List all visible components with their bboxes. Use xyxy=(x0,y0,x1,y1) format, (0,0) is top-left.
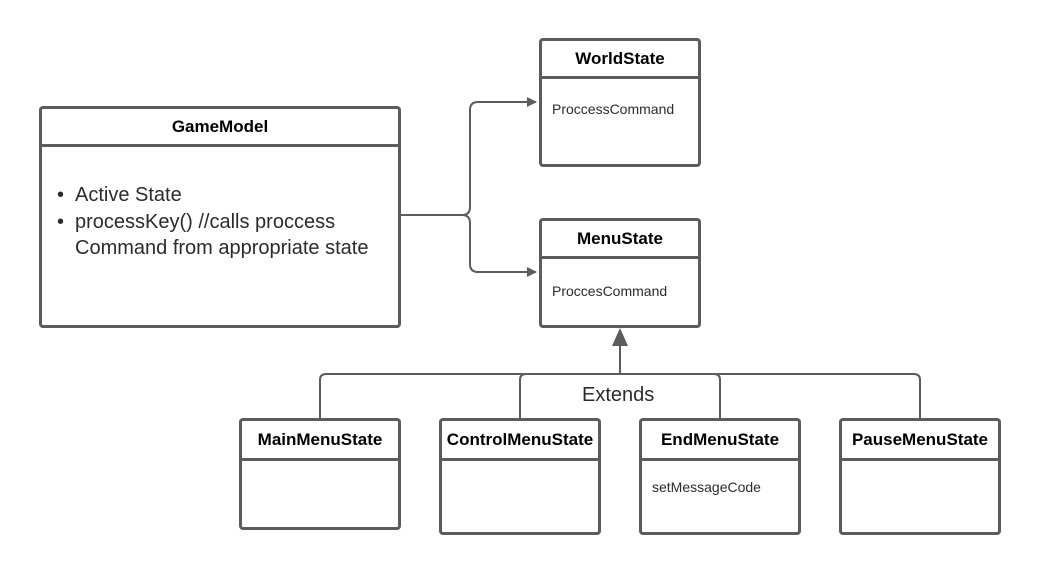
endmenustate-class-title: EndMenuState xyxy=(642,421,798,461)
gamemodel-class-title: GameModel xyxy=(42,109,398,147)
gamemodel-attribute-active-state: Active State xyxy=(57,182,398,209)
worldstate-method: ProccessCommand xyxy=(552,101,675,117)
worldstate-class-title: WorldState xyxy=(542,41,698,79)
pausemenustate-class-box[interactable]: PauseMenuState xyxy=(839,418,1001,535)
mainmenustate-class-title: MainMenuState xyxy=(242,421,398,461)
extends-label: Extends xyxy=(580,384,657,407)
pausemenustate-method xyxy=(842,461,998,485)
worldstate-class-box[interactable]: WorldState ProccessCommand xyxy=(539,38,701,167)
mainmenustate-class-box[interactable]: MainMenuState xyxy=(239,418,401,530)
connector-controlmenu-stub xyxy=(519,373,527,418)
controlmenustate-method xyxy=(442,461,598,485)
pausemenustate-class-title: PauseMenuState xyxy=(842,421,998,461)
gamemodel-class-body: Active State processKey() //calls procce… xyxy=(42,147,398,262)
controlmenustate-class-title: ControlMenuState xyxy=(442,421,598,461)
endmenustate-method: setMessageCode xyxy=(652,479,761,495)
connector-endmenu-stub xyxy=(713,373,721,418)
gamemodel-attribute-list: Active State processKey() //calls procce… xyxy=(42,147,398,262)
gamemodel-method-processkey: processKey() //calls proccess Command fr… xyxy=(57,209,398,262)
gamemodel-class-box[interactable]: GameModel Active State processKey() //ca… xyxy=(39,106,401,328)
endmenustate-class-box[interactable]: EndMenuState setMessageCode xyxy=(639,418,801,535)
mainmenustate-method xyxy=(242,461,398,485)
connector-gamemodel-to-menustate xyxy=(461,214,537,277)
controlmenustate-class-box[interactable]: ControlMenuState xyxy=(439,418,601,535)
inheritance-arrowhead-icon xyxy=(612,328,628,346)
menustate-method: ProccesCommand xyxy=(552,283,668,299)
connector-gamemodel-trunk xyxy=(400,97,537,216)
menustate-class-title: MenuState xyxy=(542,221,698,259)
menustate-class-box[interactable]: MenuState ProccesCommand xyxy=(539,218,701,328)
